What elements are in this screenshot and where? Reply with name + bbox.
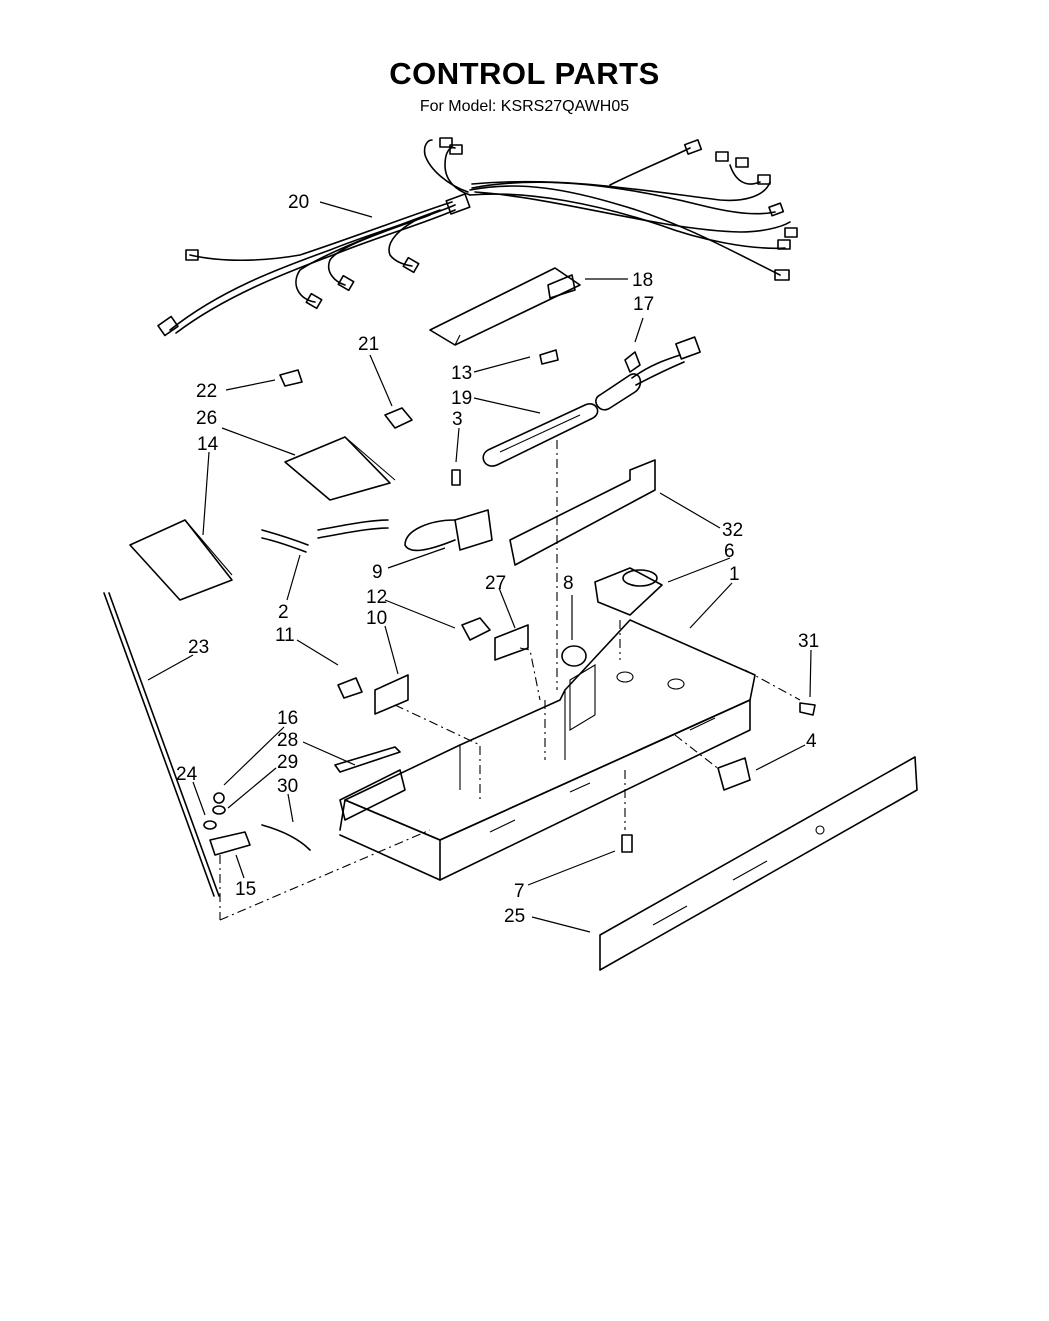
lower-small-parts xyxy=(203,702,816,856)
callout-labels: 20 18 17 21 13 22 19 26 3 14 32 6 9 27 8… xyxy=(176,192,819,927)
clip-parts xyxy=(279,369,413,429)
callout-7: 7 xyxy=(514,881,525,902)
assembly-lines xyxy=(219,440,801,921)
timer-part xyxy=(594,567,663,616)
control-housing xyxy=(339,619,756,881)
callout-6: 6 xyxy=(724,541,735,562)
callout-22: 22 xyxy=(196,381,217,402)
callout-16: 16 xyxy=(277,708,298,729)
heater-part xyxy=(482,403,599,467)
callout-32: 32 xyxy=(722,520,743,541)
callout-11: 11 xyxy=(275,625,295,646)
callout-26: 26 xyxy=(196,408,217,429)
callout-8: 8 xyxy=(563,573,574,594)
cover-part xyxy=(429,267,581,346)
callout-25: 25 xyxy=(504,906,525,927)
callout-4: 4 xyxy=(806,731,817,752)
callout-2: 2 xyxy=(278,602,289,623)
callout-12: 12 xyxy=(366,587,387,608)
callout-1: 1 xyxy=(729,564,740,585)
callout-17: 17 xyxy=(633,294,654,315)
callout-31: 31 xyxy=(798,631,819,652)
callout-24: 24 xyxy=(176,764,198,785)
callout-23: 23 xyxy=(188,637,209,658)
callout-13: 13 xyxy=(451,363,472,384)
callout-21: 21 xyxy=(358,334,379,355)
callout-28: 28 xyxy=(277,730,298,751)
callout-18: 18 xyxy=(632,270,653,291)
wire-harness xyxy=(157,137,798,337)
callout-14: 14 xyxy=(197,434,219,455)
callout-10: 10 xyxy=(366,608,387,629)
callout-9: 9 xyxy=(372,562,383,583)
rod-part xyxy=(103,592,220,897)
callout-30: 30 xyxy=(277,776,298,797)
page-title: CONTROL PARTS xyxy=(389,56,660,91)
callout-20: 20 xyxy=(288,192,309,213)
callout-27: 27 xyxy=(485,573,506,594)
model-subtitle: For Model: KSRS27QAWH05 xyxy=(419,98,630,115)
small-brackets xyxy=(337,617,587,715)
shield-parts xyxy=(129,436,396,601)
callout-19: 19 xyxy=(451,388,472,409)
front-panel xyxy=(599,756,918,971)
callout-29: 29 xyxy=(277,752,298,773)
callout-15: 15 xyxy=(235,879,256,900)
leader-lines xyxy=(147,201,812,933)
insulation-panel xyxy=(509,459,656,566)
sensor-part xyxy=(539,336,701,411)
tube-and-switch-parts xyxy=(261,469,493,553)
callout-3: 3 xyxy=(452,409,463,430)
